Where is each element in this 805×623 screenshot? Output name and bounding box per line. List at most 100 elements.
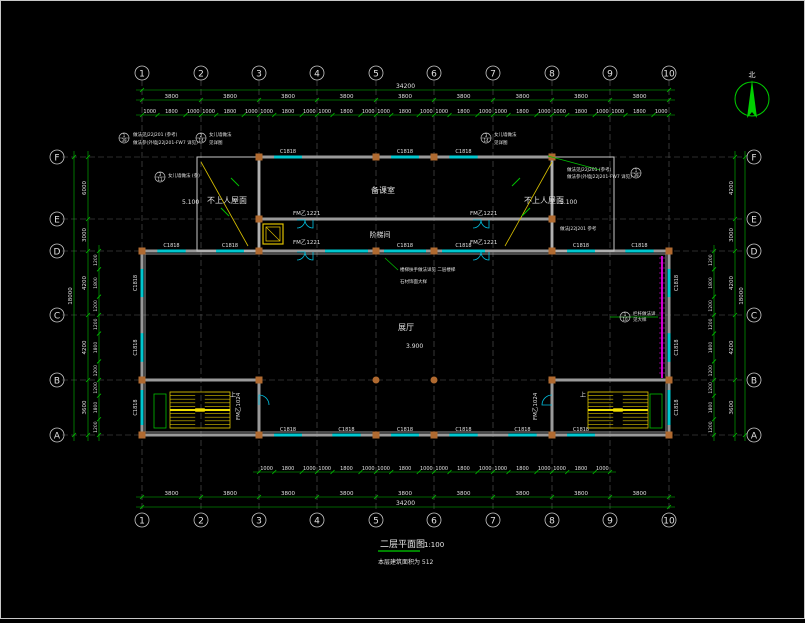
dim-bottom-bays-label: 3800 bbox=[457, 491, 471, 497]
note-6-sub: 10 bbox=[622, 317, 628, 322]
note-5-sub: 39 bbox=[633, 173, 639, 178]
dim-right-total-tick bbox=[742, 154, 748, 160]
dim-top-detail-label: 1000 bbox=[435, 109, 448, 115]
dim-right-outer-tick bbox=[732, 216, 738, 222]
column-bubble-label: 5 bbox=[373, 70, 379, 80]
dim-bottom-bays-label: 3800 bbox=[633, 491, 647, 497]
dim-left-total-tick bbox=[71, 154, 77, 160]
dim-right-outer-label: 3000 bbox=[729, 228, 735, 242]
dim-top-detail-tick bbox=[416, 112, 422, 118]
row-bubble-right bbox=[746, 427, 762, 443]
dim-top-detail-label: 1000 bbox=[318, 109, 331, 115]
dim-left-inner-label: 1200 bbox=[93, 254, 99, 266]
row-bubble-label-right: D bbox=[751, 248, 758, 258]
column-bubble bbox=[134, 65, 150, 81]
dim-bottom-bays-tick bbox=[431, 494, 437, 500]
dim-top-detail-tick bbox=[564, 112, 570, 118]
dim-bottom-detail-tick bbox=[447, 469, 452, 475]
dim-left-total-label: 18000 bbox=[68, 287, 74, 305]
north-label: 北 bbox=[749, 71, 756, 79]
dim-bottom-overall-label: 34200 bbox=[396, 500, 415, 507]
note-5-text2: 做法参(外墙J22J201-FW7 详见) bbox=[567, 173, 632, 180]
room-corridor: 阶梯间 bbox=[370, 230, 391, 239]
dim-bottom-detail-label: 1800 bbox=[575, 466, 588, 472]
dim-top-bays-tick bbox=[198, 97, 204, 103]
drawing-scale: 1:100 bbox=[424, 541, 444, 549]
note-6-num: 1 bbox=[624, 312, 627, 317]
drawing-subtitle: 本层建筑面积为 512 bbox=[378, 558, 434, 566]
column-bubble bbox=[134, 512, 150, 528]
dim-top-detail-tick bbox=[198, 112, 204, 118]
dim-right-inner-label: 1200 bbox=[708, 300, 714, 312]
hall-inner-outline bbox=[144, 253, 667, 433]
dim-top-detail-label: 1000 bbox=[596, 109, 609, 115]
door-swing bbox=[472, 219, 482, 229]
dim-bottom-detail-tick bbox=[416, 469, 422, 475]
note-2-text1: 女儿墙做法 bbox=[209, 131, 232, 138]
window-bottom-label: C1818 bbox=[455, 427, 471, 433]
door-swing bbox=[258, 394, 270, 406]
row-bubble-label-left: A bbox=[54, 432, 61, 442]
structural-column bbox=[665, 431, 673, 439]
window-top-label: C1818 bbox=[397, 149, 413, 155]
window-bottom-label: C1818 bbox=[397, 427, 413, 433]
row-bubble-label-right: A bbox=[751, 432, 758, 442]
dim-top-detail-label: 1000 bbox=[479, 109, 492, 115]
dim-top-detail-label: 1000 bbox=[377, 109, 390, 115]
dim-bottom-detail-tick bbox=[431, 469, 437, 475]
dim-top-detail-tick bbox=[666, 112, 672, 118]
dim-right-inner-tick bbox=[711, 393, 717, 399]
column-bubble-label: 9 bbox=[607, 70, 613, 80]
row-bubble-label-right: C bbox=[751, 312, 757, 322]
dim-top-detail-label: 1800 bbox=[340, 109, 353, 115]
dim-top-detail-tick bbox=[373, 112, 379, 118]
structural-column bbox=[138, 376, 146, 384]
dim-left-outer-label: 4200 bbox=[82, 276, 88, 290]
row-bubble-left bbox=[49, 243, 65, 259]
dim-top-bays-label: 3800 bbox=[516, 94, 530, 100]
door-swing bbox=[304, 219, 314, 229]
dim-bottom-detail-label: 1000 bbox=[362, 466, 375, 472]
column-bubble-label: 6 bbox=[431, 517, 437, 527]
dim-bottom-bays-tick bbox=[198, 494, 204, 500]
dim-bottom-detail-label: 1000 bbox=[479, 466, 492, 472]
column-bubble bbox=[426, 65, 442, 81]
dim-top-bays-label: 3800 bbox=[223, 94, 237, 100]
column-bubble bbox=[602, 512, 618, 528]
dim-left-inner-label: 1200 bbox=[93, 365, 99, 377]
room-hall: 展厅 bbox=[398, 323, 414, 332]
row-bubble-label-left: C bbox=[54, 312, 60, 322]
dim-right-outer-tick bbox=[732, 154, 738, 160]
row-bubble-left bbox=[49, 372, 65, 388]
window-top-label: C1818 bbox=[280, 149, 296, 155]
dim-bottom-detail-label: 1000 bbox=[494, 466, 507, 472]
dim-bottom-detail-label: 1000 bbox=[303, 466, 316, 472]
dim-top-bays-label: 3800 bbox=[574, 94, 588, 100]
structural-column bbox=[372, 247, 380, 255]
dim-right-outer-tick bbox=[732, 432, 738, 438]
dim-left-inner-tick bbox=[96, 331, 102, 336]
dim-left-outer-tick bbox=[85, 216, 91, 222]
dim-right-inner-label: 1800 bbox=[708, 277, 714, 289]
dim-top-detail-tick bbox=[607, 112, 613, 118]
dim-top-bays-tick bbox=[139, 97, 145, 103]
frame-left bbox=[0, 0, 1, 619]
note-center-1: 楼梯扶手做法详见 二层楼梯 bbox=[400, 266, 456, 273]
column-bubble-label: 9 bbox=[607, 517, 613, 527]
row-bubble-label-left: F bbox=[54, 154, 59, 164]
column-bubble-label: 10 bbox=[663, 517, 675, 527]
dim-bottom-detail-label: 1000 bbox=[318, 466, 331, 472]
dim-bottom-detail-tick bbox=[388, 469, 394, 475]
dim-top-detail-label: 1000 bbox=[202, 109, 215, 115]
dim-left-inner-label: 1200 bbox=[93, 421, 99, 433]
dim-top-detail-tick bbox=[183, 112, 188, 118]
note-4-text: 女儿墙做法 (参) bbox=[168, 172, 200, 179]
dim-right-outer-tick bbox=[732, 248, 738, 254]
column-bubble-label: 3 bbox=[256, 70, 262, 80]
dim-top-bays-tick bbox=[373, 97, 379, 103]
column-bubble-label: 8 bbox=[549, 517, 555, 527]
elevator-cross bbox=[265, 226, 281, 242]
